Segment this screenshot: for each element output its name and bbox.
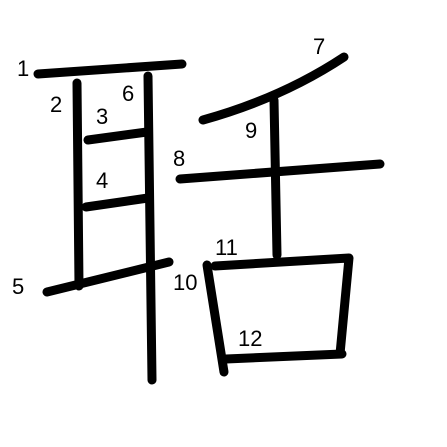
stroke-9 bbox=[269, 95, 282, 260]
stroke-number-1: 1 bbox=[17, 56, 29, 81]
stroke-number-6: 6 bbox=[122, 81, 134, 106]
stroke-number-2: 2 bbox=[50, 92, 62, 117]
stroke-10 bbox=[202, 260, 229, 377]
stroke-2 bbox=[72, 78, 84, 291]
stroke-number-7: 7 bbox=[313, 34, 325, 59]
stroke-number-3: 3 bbox=[96, 104, 108, 129]
stroke-number-5: 5 bbox=[12, 274, 24, 299]
stroke-number-9: 9 bbox=[245, 118, 257, 143]
stroke-number-12: 12 bbox=[238, 326, 262, 351]
stroke-1 bbox=[33, 59, 187, 79]
stroke-7 bbox=[198, 52, 349, 125]
stroke-11 bbox=[210, 253, 354, 359]
stroke-12 bbox=[221, 349, 347, 364]
stroke-number-8: 8 bbox=[173, 146, 185, 171]
stroke-4 bbox=[81, 193, 153, 212]
stroke-number-4: 4 bbox=[96, 168, 108, 193]
stroke-3 bbox=[83, 127, 152, 145]
stroke-6 bbox=[143, 71, 157, 385]
stroke-8 bbox=[175, 159, 385, 184]
stroke-number-10: 10 bbox=[173, 270, 197, 295]
stroke-number-11: 11 bbox=[215, 235, 238, 260]
